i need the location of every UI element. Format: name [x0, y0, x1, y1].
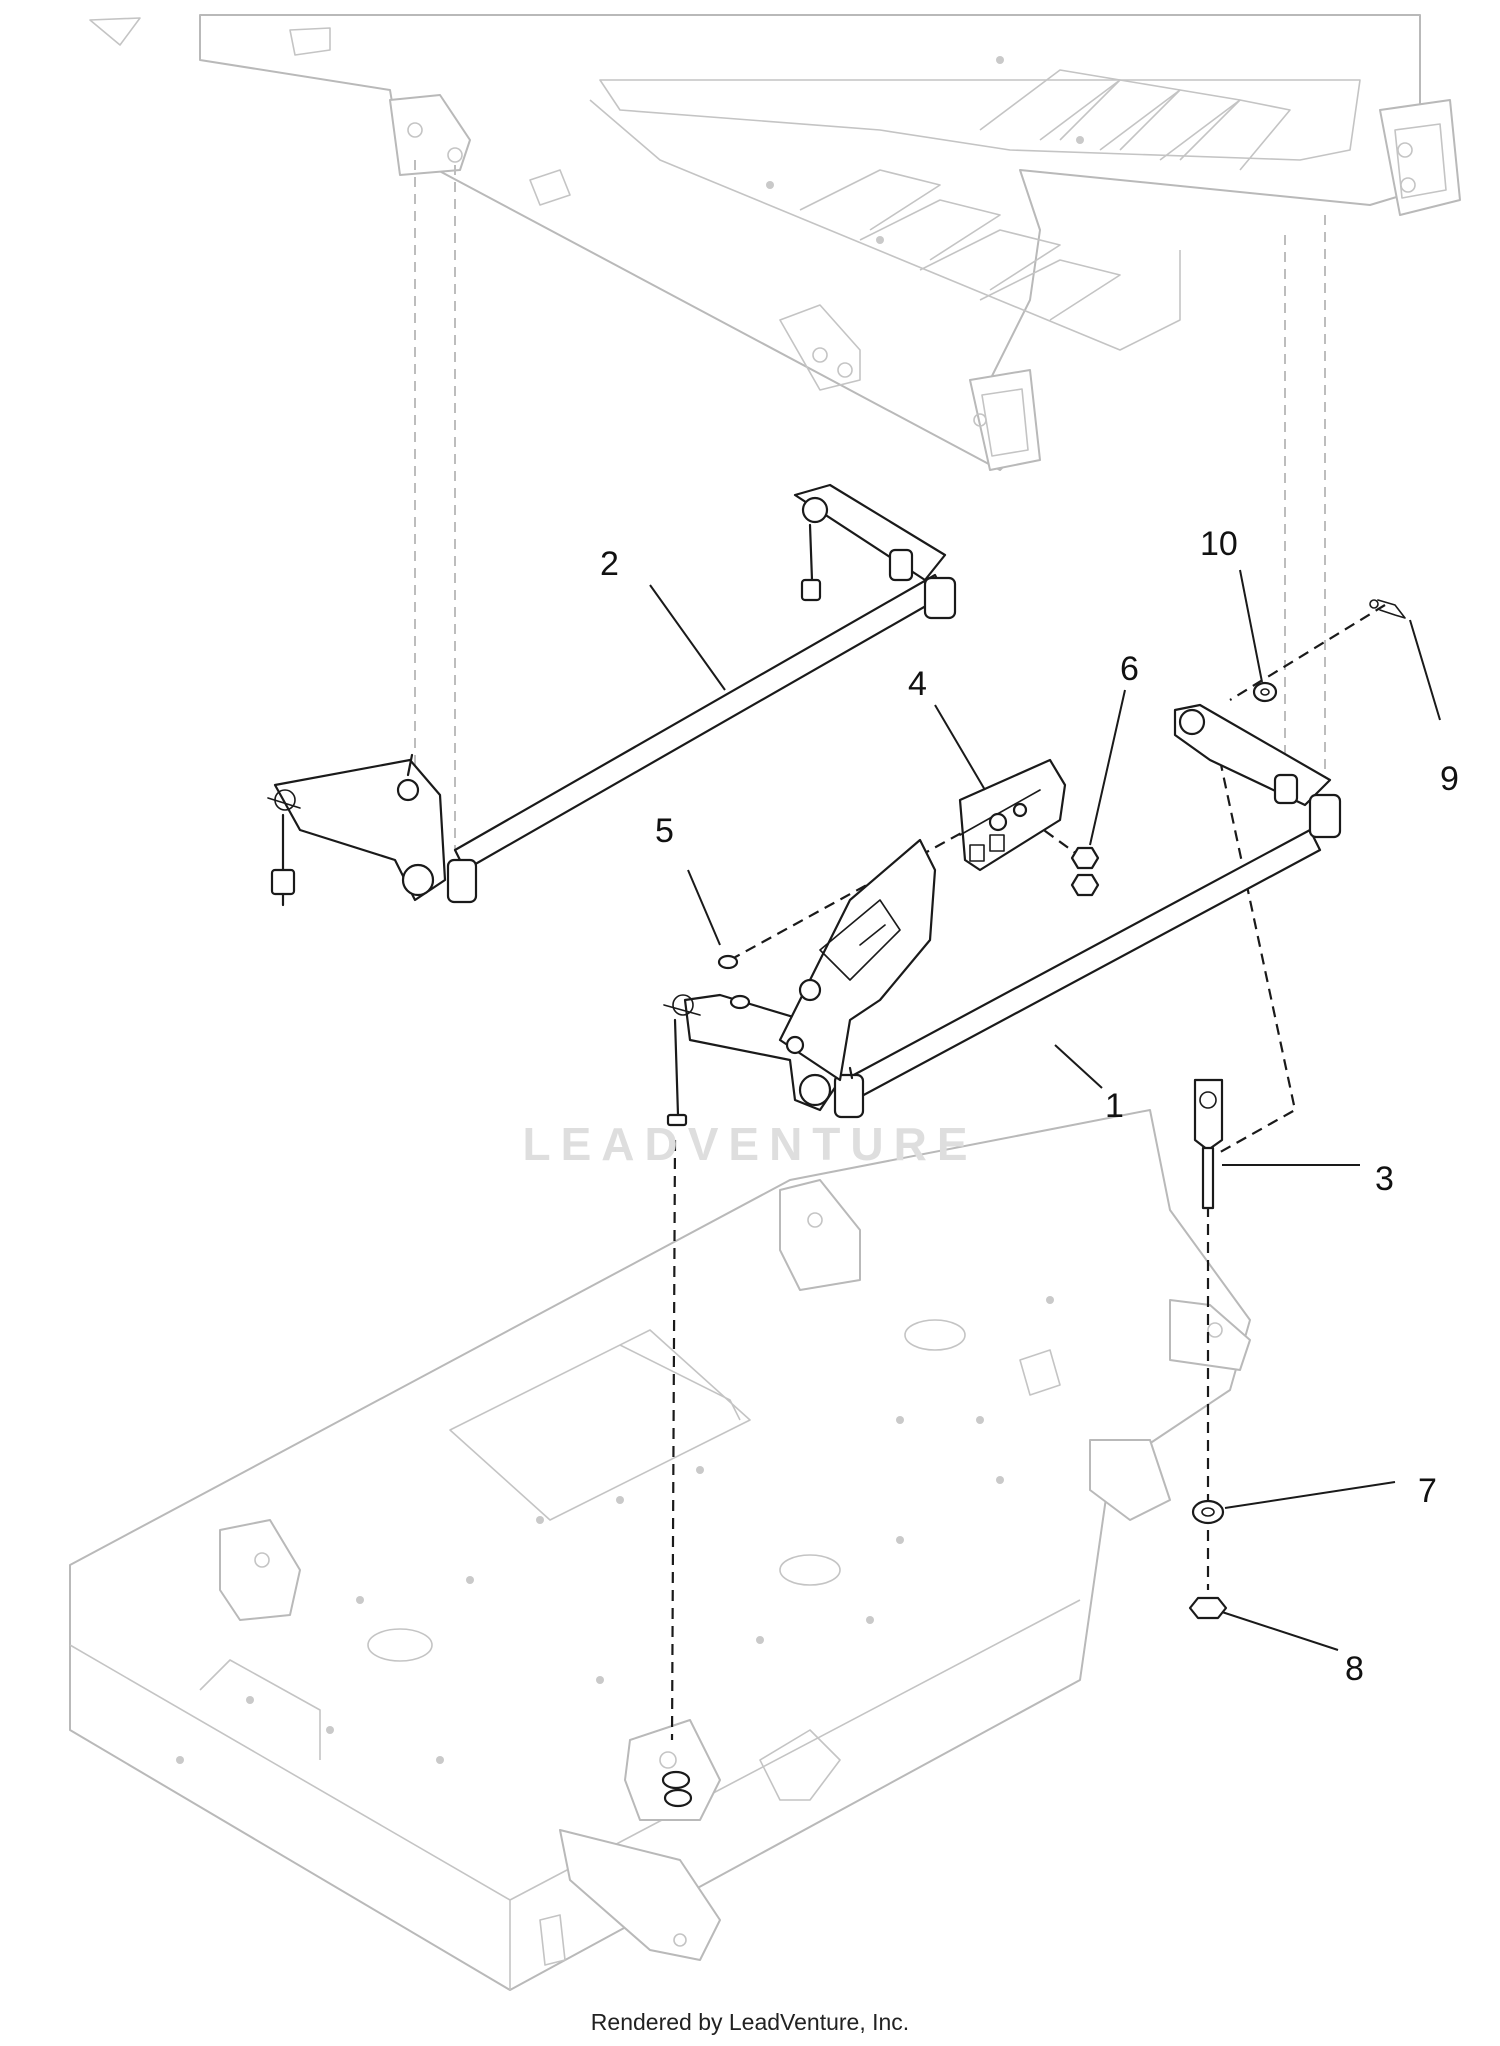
part-4-hoc-bracket: [958, 758, 1067, 872]
callout-7: 7: [1418, 1472, 1437, 1510]
callout-5: 5: [655, 812, 674, 850]
callout-10: 10: [1200, 525, 1238, 563]
part-1-front-lift-arm: [663, 703, 1342, 1127]
callouts: 1 2 3 4 5 6 7 8 9 10: [600, 525, 1459, 1688]
callout-8: 8: [1345, 1650, 1364, 1688]
part-3-adjuster-rod: [1193, 1078, 1224, 1210]
part-2-rear-lift-arm: [267, 483, 957, 907]
callout-3: 3: [1375, 1160, 1394, 1198]
callout-9: 9: [1440, 760, 1459, 798]
callout-2: 2: [600, 545, 619, 583]
footer-credit: Rendered by LeadVenture, Inc.: [591, 2009, 909, 2035]
upper-frame: [89, 14, 1461, 471]
lower-deck: [69, 1109, 1251, 1991]
hardware: [661, 599, 1406, 1808]
callout-1: 1: [1105, 1087, 1124, 1125]
watermark: LEADVENTURE: [522, 1118, 977, 1170]
callout-6: 6: [1120, 650, 1139, 688]
callout-4: 4: [908, 665, 927, 703]
